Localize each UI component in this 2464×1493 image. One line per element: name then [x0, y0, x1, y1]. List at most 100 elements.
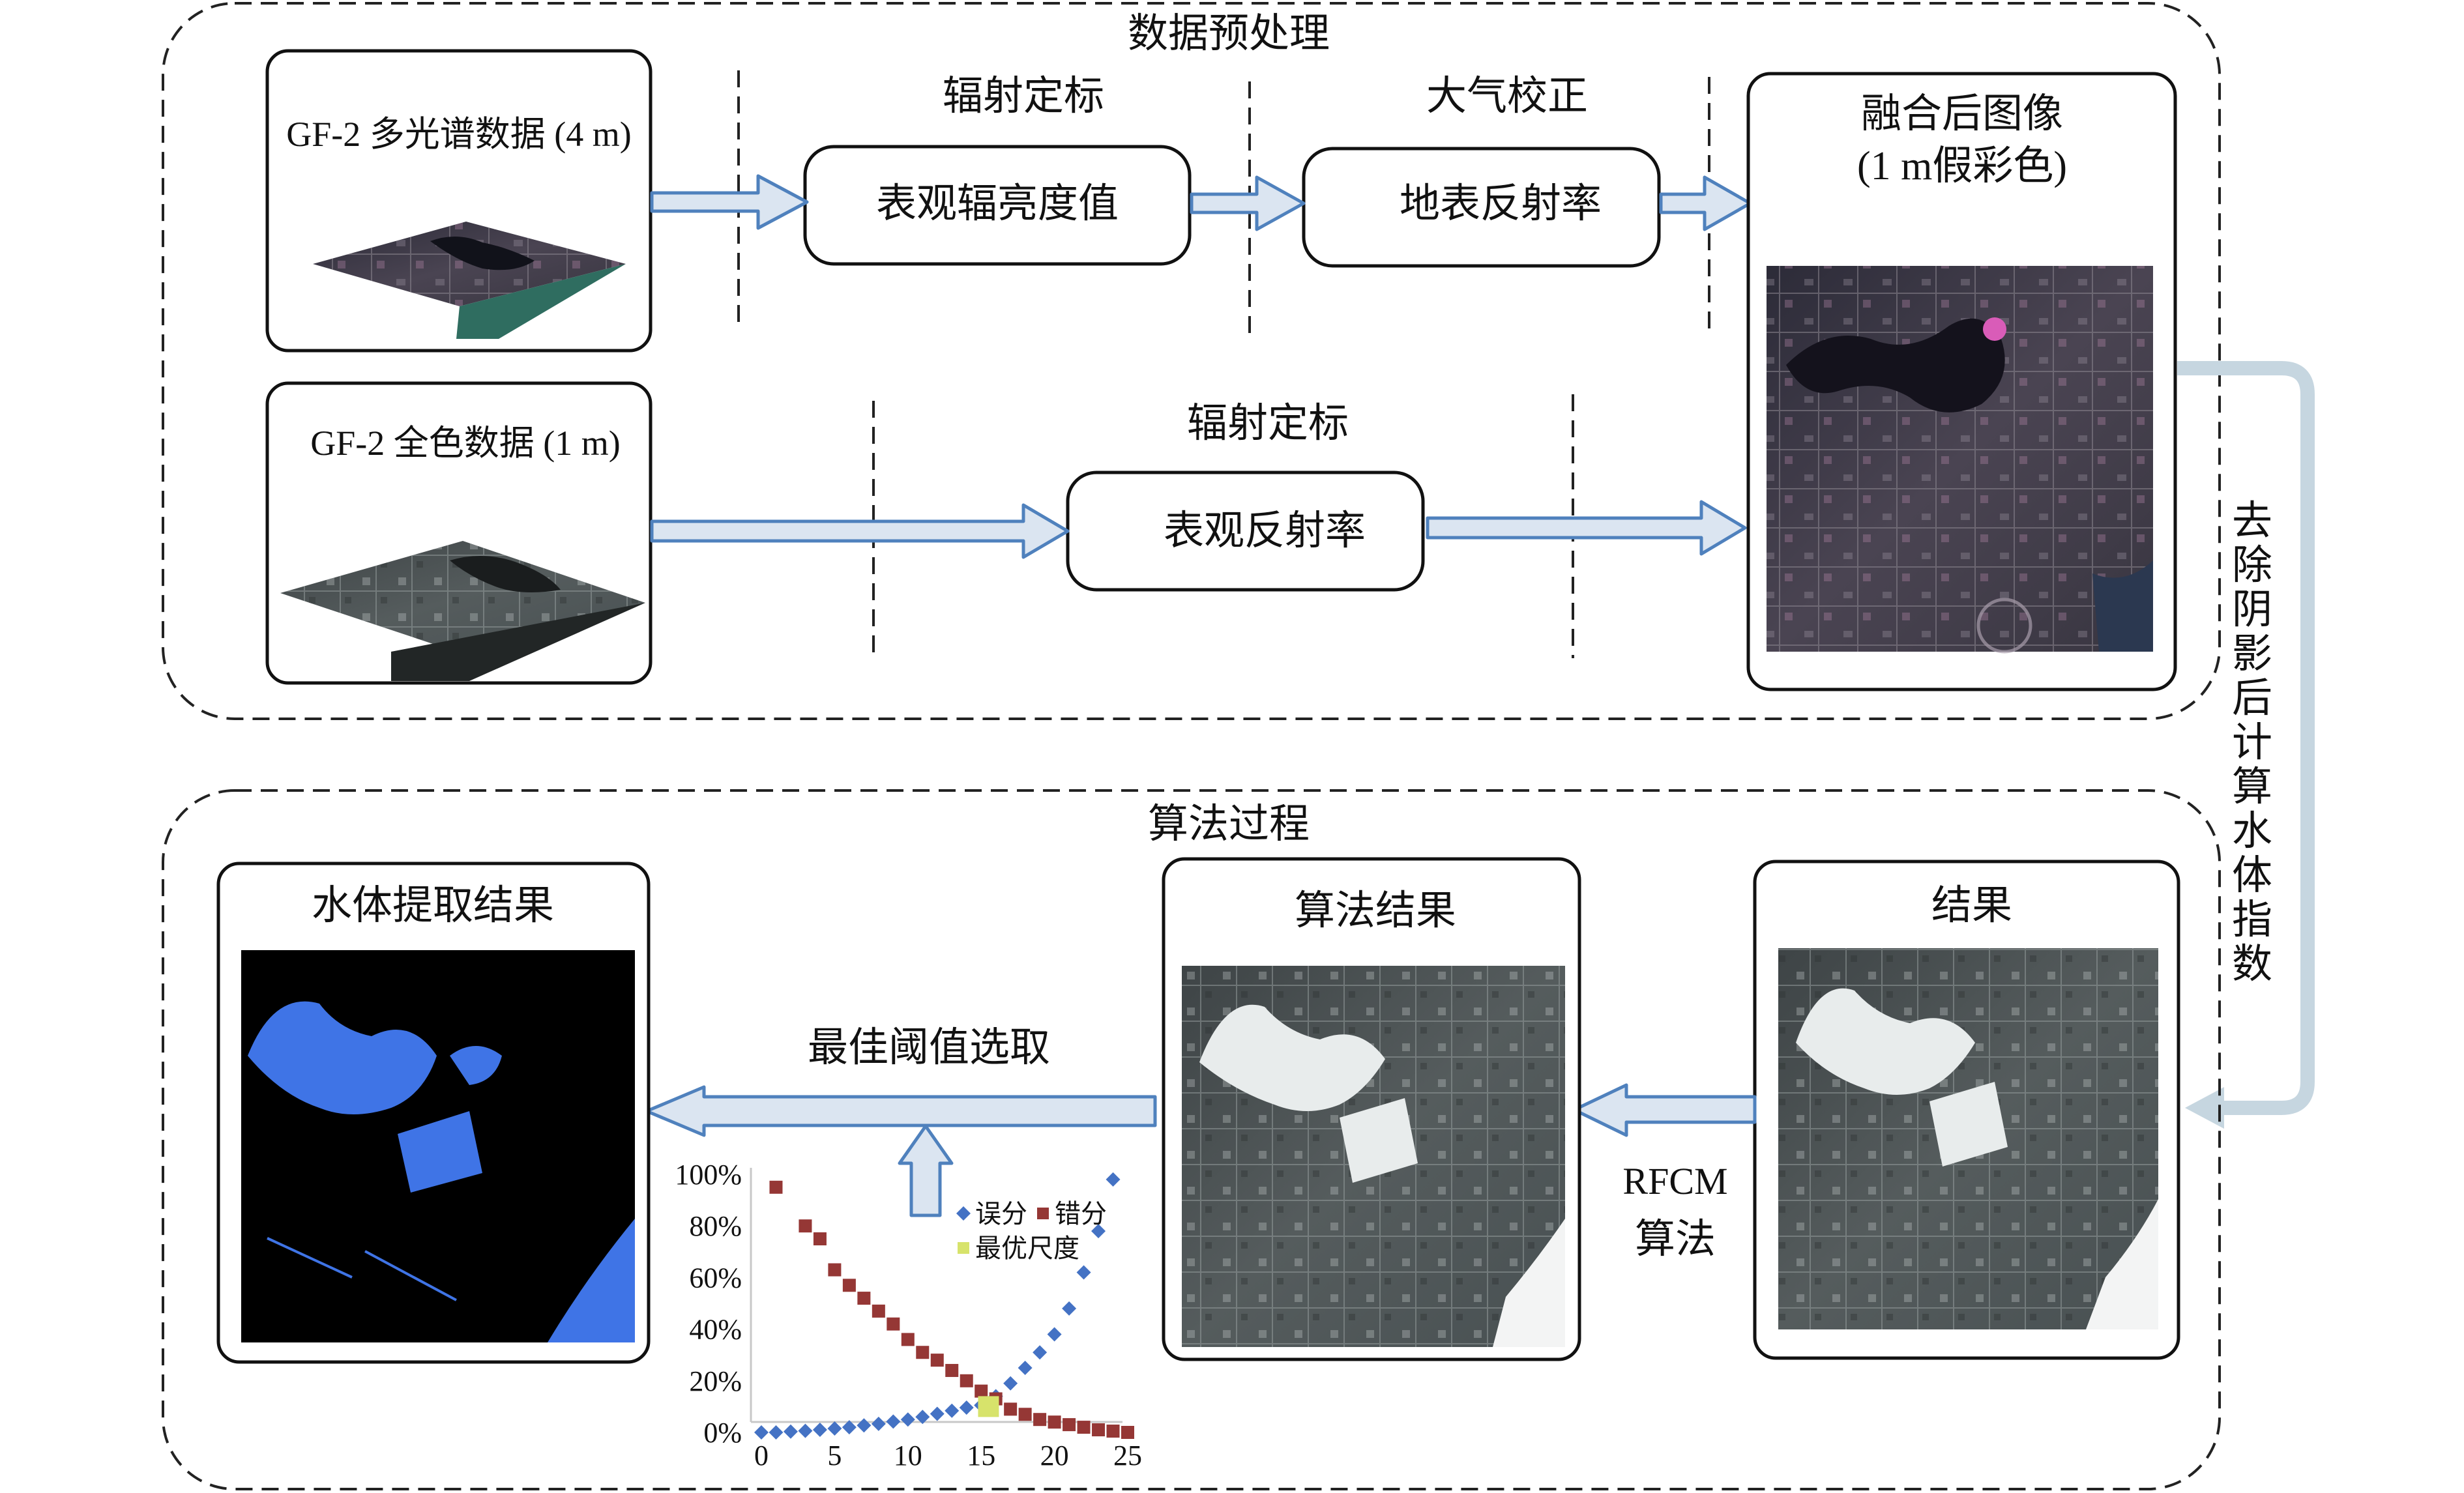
- data-point: [828, 1263, 842, 1277]
- data-point: [1077, 1421, 1091, 1434]
- data-point: [813, 1232, 827, 1245]
- data-point: [930, 1406, 945, 1421]
- series-3: [978, 1396, 999, 1417]
- threshold-label: 最佳阈值选取: [808, 1026, 1050, 1070]
- pan-image-thumbnail: [280, 541, 645, 681]
- y-tick-label: 100%: [675, 1159, 742, 1191]
- y-tick-label: 0%: [703, 1417, 742, 1449]
- data-point: [1033, 1413, 1047, 1427]
- data-point: [842, 1279, 856, 1292]
- data-point: [872, 1304, 885, 1318]
- up-arrow: [898, 1124, 954, 1217]
- data-point: [1048, 1415, 1061, 1429]
- fused-image-subtitle: (1 m假彩色): [1857, 144, 2067, 188]
- data-point: [930, 1354, 944, 1367]
- x-tick-label: 25: [1113, 1440, 1142, 1471]
- legend-entry: 最优尺度: [958, 1234, 1079, 1263]
- algorithm-title: 算法过程: [1148, 802, 1310, 847]
- data-point: [799, 1219, 812, 1233]
- data-point: [1063, 1418, 1076, 1432]
- x-tick-label: 15: [967, 1440, 995, 1471]
- data-point: [901, 1333, 915, 1346]
- fused-false-color-image: [1767, 266, 2153, 654]
- legend-label: 最优尺度: [975, 1234, 1079, 1263]
- pan-input-label: GF-2 全色数据 (1 m): [310, 424, 620, 463]
- flow-arrow: [1572, 1083, 1757, 1137]
- water-index-image: [1778, 948, 2158, 1329]
- y-tick-label: 60%: [689, 1262, 742, 1294]
- result-title: 结果: [1931, 884, 2012, 928]
- flow-arrow: [1190, 175, 1306, 231]
- connector-label: 去除阴影后计算水体指数: [2232, 499, 2272, 987]
- extraction-result-title: 水体提取结果: [312, 884, 554, 928]
- data-point: [1003, 1376, 1018, 1391]
- data-point: [812, 1423, 827, 1438]
- apparent-reflectance-label: 表观反射率: [1164, 509, 1366, 553]
- data-point: [915, 1410, 930, 1425]
- data-point: [871, 1416, 886, 1431]
- algorithm-result-image: [1182, 966, 1565, 1347]
- rfcm-label: RFCM: [1622, 1160, 1727, 1202]
- fused-image-title: 融合后图像: [1861, 92, 2063, 136]
- y-tick-label: 80%: [689, 1210, 742, 1242]
- ms-input-label: GF-2 多光谱数据 (4 m): [286, 115, 631, 154]
- threshold-chart: 0% 20% 40% 60% 80% 100% 0 5 10 15 20 25 误分错分最优尺度: [675, 1159, 1142, 1471]
- preprocessing-panel: [162, 2, 2221, 720]
- data-point: [1091, 1224, 1106, 1239]
- preprocessing-title: 数据预处理: [1128, 12, 1330, 56]
- data-point: [1092, 1423, 1106, 1437]
- data-point: [842, 1420, 857, 1435]
- data-point: [783, 1424, 798, 1439]
- data-point: [887, 1317, 900, 1331]
- rfcm-algorithm-label: 算法: [1635, 1217, 1716, 1262]
- legend-label: 错分: [1055, 1199, 1107, 1228]
- data-point: [1018, 1361, 1033, 1375]
- x-tick-label: 0: [754, 1440, 769, 1471]
- algorithm-panel: [162, 789, 2221, 1490]
- pan-radiometric-calibration-label: 辐射定标: [1187, 401, 1349, 446]
- data-point: [1018, 1408, 1032, 1421]
- legend-entry: 误分: [956, 1199, 1027, 1228]
- data-point: [1004, 1402, 1018, 1416]
- apparent-radiance-label: 表观辐亮度值: [876, 182, 1119, 226]
- legend-marker: [956, 1206, 971, 1221]
- surface-reflectance-box: [1302, 147, 1661, 268]
- data-point: [886, 1414, 901, 1429]
- series-1: [754, 1172, 1121, 1440]
- data-point: [1106, 1425, 1120, 1438]
- x-tick-label: 5: [827, 1440, 842, 1471]
- flow-arrow: [650, 503, 1070, 559]
- radiometric-calibration-label: 辐射定标: [943, 74, 1104, 119]
- data-point: [900, 1412, 915, 1427]
- data-point: [1033, 1345, 1048, 1360]
- flow-arrow: [1659, 175, 1752, 231]
- data-point: [857, 1418, 872, 1433]
- threshold-arrow: [645, 1085, 1157, 1137]
- data-point: [945, 1363, 959, 1377]
- apparent-radiance-box: [803, 145, 1192, 266]
- data-point: [1047, 1327, 1062, 1342]
- water-extraction-image: [241, 950, 635, 1342]
- series-2: [769, 1180, 1134, 1439]
- algorithm-result-title: 算法结果: [1295, 889, 1456, 933]
- data-point: [1121, 1426, 1134, 1439]
- data-point: [798, 1423, 813, 1438]
- legend-label: 误分: [975, 1199, 1027, 1228]
- data-point: [754, 1425, 769, 1440]
- flow-arrow: [1426, 500, 1747, 556]
- data-point: [975, 1384, 988, 1398]
- data-point: [857, 1292, 871, 1305]
- surface-reflectance-label: 地表反射率: [1400, 182, 1602, 226]
- data-point: [916, 1346, 930, 1359]
- legend-entry: 错分: [1037, 1199, 1107, 1228]
- data-point: [769, 1180, 783, 1194]
- legend-marker: [958, 1242, 969, 1254]
- data-point: [959, 1400, 974, 1415]
- connector-arrow: [2177, 361, 2315, 1129]
- y-tick-label: 20%: [689, 1365, 742, 1397]
- atmospheric-correction-label: 大气校正: [1426, 74, 1588, 119]
- y-tick-label: 40%: [689, 1314, 742, 1346]
- x-tick-label: 10: [894, 1440, 922, 1471]
- x-tick-label: 20: [1040, 1440, 1069, 1471]
